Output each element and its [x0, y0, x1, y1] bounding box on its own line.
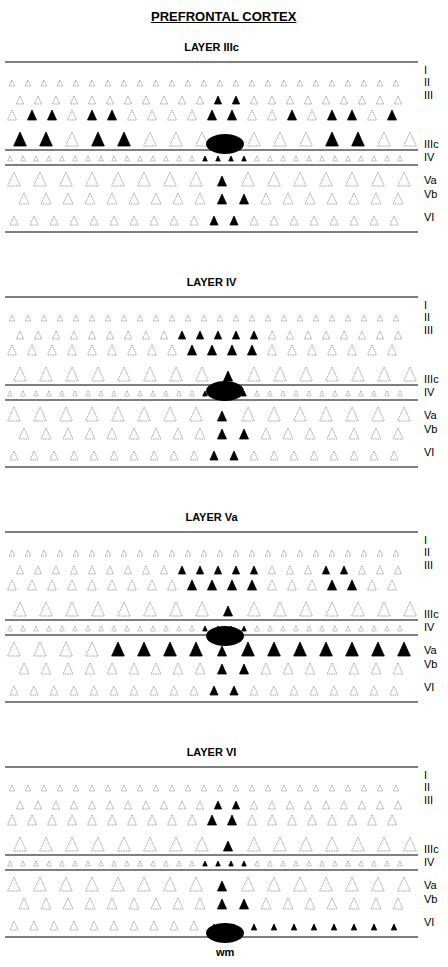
panel-heading: LAYER Va: [5, 512, 418, 523]
layer-panel: LAYER IV: [5, 277, 418, 467]
layer-label: Va: [424, 645, 437, 656]
white-matter-label: wm: [216, 947, 234, 958]
layer-label: IIIc: [424, 139, 439, 150]
panel-heading: LAYER VI: [5, 747, 418, 758]
injection-site: [206, 134, 244, 154]
panel-drawing: [5, 62, 418, 232]
layer-label: VI: [424, 212, 434, 223]
layer-label: IV: [424, 857, 434, 868]
layer-label: I: [424, 535, 427, 546]
layer-label: IV: [424, 152, 434, 163]
layer-panel: LAYER Va: [5, 512, 418, 702]
layer-label: Va: [424, 175, 437, 186]
layer-label: III: [424, 90, 433, 101]
layer-label: Va: [424, 880, 437, 891]
layer-label: Vb: [424, 189, 437, 200]
layer-label: VI: [424, 682, 434, 693]
layer-label: III: [424, 560, 433, 571]
layer-label: IV: [424, 622, 434, 633]
layer-label: VI: [424, 917, 434, 928]
layer-label: II: [424, 77, 430, 88]
panel-heading: LAYER IIIc: [5, 42, 418, 53]
layer-label: Vb: [424, 894, 437, 905]
injection-site: [206, 923, 244, 943]
layer-label: II: [424, 312, 430, 323]
injection-site: [206, 381, 244, 401]
layer-label: IIIc: [424, 374, 439, 385]
layer-label: I: [424, 65, 427, 76]
layer-label: I: [424, 770, 427, 781]
layer-label: IIIc: [424, 609, 439, 620]
layer-label: IV: [424, 387, 434, 398]
panel-drawing: [5, 532, 418, 702]
injection-site: [206, 626, 244, 646]
layer-label: II: [424, 547, 430, 558]
panel-drawing: [5, 767, 418, 943]
layer-label: II: [424, 782, 430, 793]
layer-label: III: [424, 325, 433, 336]
layer-label: I: [424, 300, 427, 311]
layer-label: III: [424, 795, 433, 806]
panel-heading: LAYER IV: [5, 277, 418, 288]
layer-label: VI: [424, 447, 434, 458]
diagram-title: PREFRONTAL CORTEX: [151, 10, 296, 23]
layer-label: Va: [424, 410, 437, 421]
panel-drawing: [5, 297, 418, 467]
layer-panel: LAYER VI: [5, 747, 418, 937]
layer-label: Vb: [424, 424, 437, 435]
layer-label: Vb: [424, 659, 437, 670]
layer-panel: LAYER IIIc: [5, 42, 418, 232]
layer-label: IIIc: [424, 844, 439, 855]
